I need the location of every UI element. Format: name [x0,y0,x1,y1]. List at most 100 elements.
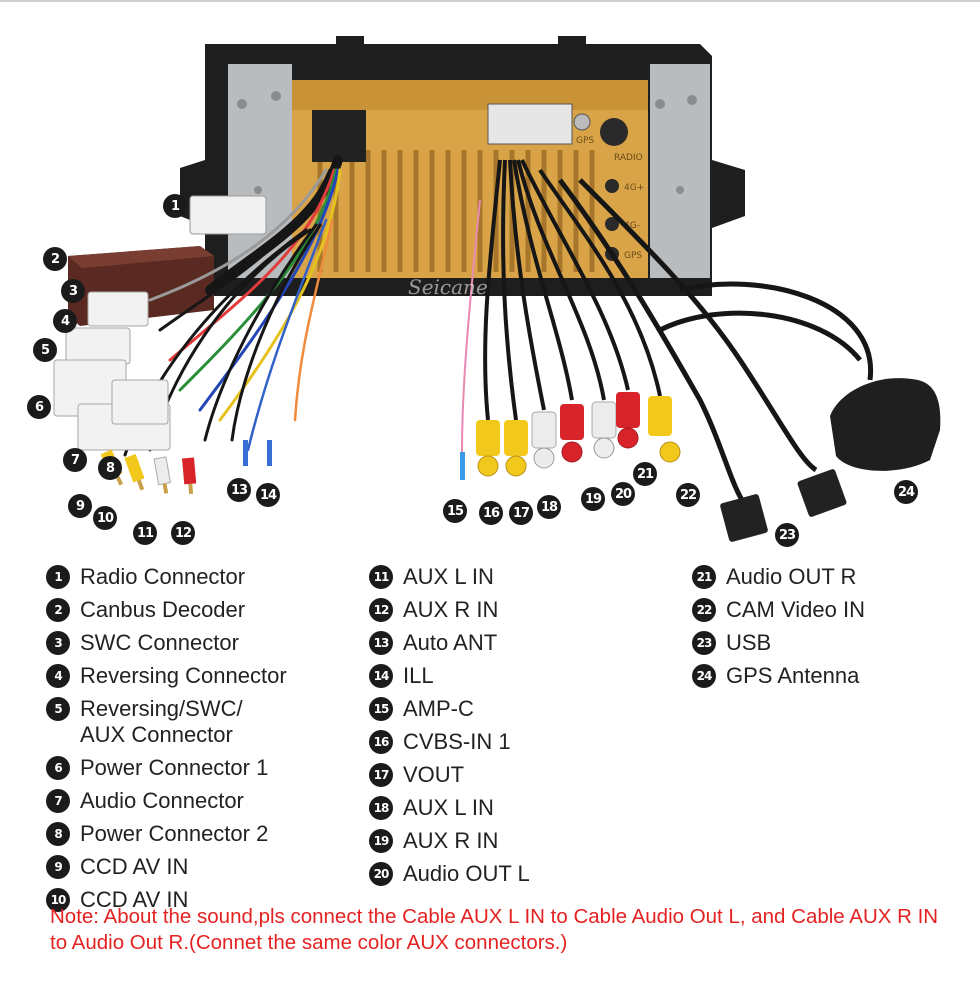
legend-item-12: 12 AUX R IN [369,597,669,623]
callout-16: 16 [479,501,503,525]
aux-socket [487,103,573,145]
callout-22: 22 [676,483,700,507]
legend-label: GPS Antenna [726,663,860,688]
legend-item-22: 22 CAM Video IN [692,597,962,623]
legend-item-8: 8 Power Connector 2 [46,821,346,847]
legend-item-16: 16 CVBS-IN 1 [369,729,669,755]
legend-label: Power Connector 2 [80,821,269,846]
white-connectors [53,291,171,451]
callout-21: 21 [633,462,657,486]
legend-number-badge: 14 [369,664,393,688]
ch1-socket-label: 4G+ [624,183,644,193]
callout-20: 20 [611,482,635,506]
callout-7: 7 [63,448,87,472]
legend-number-badge: 12 [369,598,393,622]
legend-column-3: 21 Audio OUT R 22 CAM Video IN 23 USB 24 GPS An… [692,564,962,696]
legend-label: Reversing Connector [80,663,287,688]
legend-item-1: 1 Radio Connector [46,564,346,590]
callout-5: 5 [33,338,57,362]
legend-label: AUX R IN [403,597,499,622]
legend-number-badge: 6 [46,756,70,780]
legend-number-badge: 16 [369,730,393,754]
legend-item-21: 21 Audio OUT R [692,564,962,590]
callout-3: 3 [61,279,85,303]
callout-13: 13 [227,478,251,502]
usb-plug-1 [720,494,768,542]
middle-wire-bundle [461,159,662,453]
callout-19: 19 [581,487,605,511]
legend-number-badge: 11 [369,565,393,589]
legend-number-badge: 22 [692,598,716,622]
legend-number-badge: 13 [369,631,393,655]
legend-number-badge: 3 [46,631,70,655]
legend-item-3: 3 SWC Connector [46,630,346,656]
callout-10: 10 [93,506,117,530]
legend-item-24: 24 GPS Antenna [692,663,962,689]
sound-connection-note: Note: About the sound,pls connect the Ca… [50,905,939,954]
legend-number-badge: 20 [369,862,393,886]
legend-number-badge: 24 [692,664,716,688]
legend-label: Audio OUT R [726,564,857,589]
legend-number-badge: 5 [46,697,70,721]
legend-number-badge: 8 [46,822,70,846]
legend-number-badge: 19 [369,829,393,853]
callout-15: 15 [443,499,467,523]
callout-6: 6 [27,395,51,419]
legend-item-10: 10 CCD AV IN [46,887,346,913]
legend-item-5: 5 Reversing/SWC/ AUX Connector [46,696,346,748]
legend-label: CCD AV IN [80,854,189,879]
right-bracket [650,64,710,278]
legend-item-4: 4 Reversing Connector [46,663,346,689]
radio-antenna-socket [600,118,628,146]
legend-number-badge: 21 [692,565,716,589]
legend-label: Reversing/SWC/ AUX Connector [80,696,243,747]
callout-24: 24 [894,480,918,504]
legend-item-23: 23 USB [692,630,962,656]
middle-rca-sockets [476,392,681,477]
top-border [0,0,980,2]
callout-8: 8 [98,456,122,480]
callout-12: 12 [171,521,195,545]
legend-number-badge: 1 [46,565,70,589]
legend-number-badge: 17 [369,763,393,787]
callout-9: 9 [68,494,92,518]
amp-c-wire-end [460,452,465,480]
legend-label: AUX R IN [403,828,499,853]
legend-label: SWC Connector [80,630,239,655]
legend-label: CVBS-IN 1 [403,729,511,754]
legend-item-19: 19 AUX R IN [369,828,669,854]
callout-14: 14 [256,483,280,507]
legend-label: CCD AV IN [80,887,189,912]
usb-cables [557,178,873,502]
legend-number-badge: 4 [46,664,70,688]
watermark: Seicane [408,275,488,299]
gps2-socket-label: GPS [624,251,642,261]
head-unit: GPS RADIO 4G+ 4G- GPS [180,36,745,296]
callout-17: 17 [509,501,533,525]
legend-label: Radio Connector [80,564,246,589]
ill-wire-end [267,440,272,466]
legend-label: USB [726,630,772,655]
callout-11: 11 [133,521,157,545]
legend-label: CAM Video IN [726,597,865,622]
usb-plug-2 [797,469,847,517]
legend-label: Canbus Decoder [80,597,246,622]
legend-number-badge: 23 [692,631,716,655]
radio-connector [189,195,267,235]
legend-number-badge: 10 [46,888,70,912]
legend-number-badge: 18 [369,796,393,820]
wiring-diagram-photo: GPS RADIO 4G+ 4G- GPS [0,0,980,542]
left-bracket [228,64,292,278]
legend-label: Audio Connector [80,788,244,813]
